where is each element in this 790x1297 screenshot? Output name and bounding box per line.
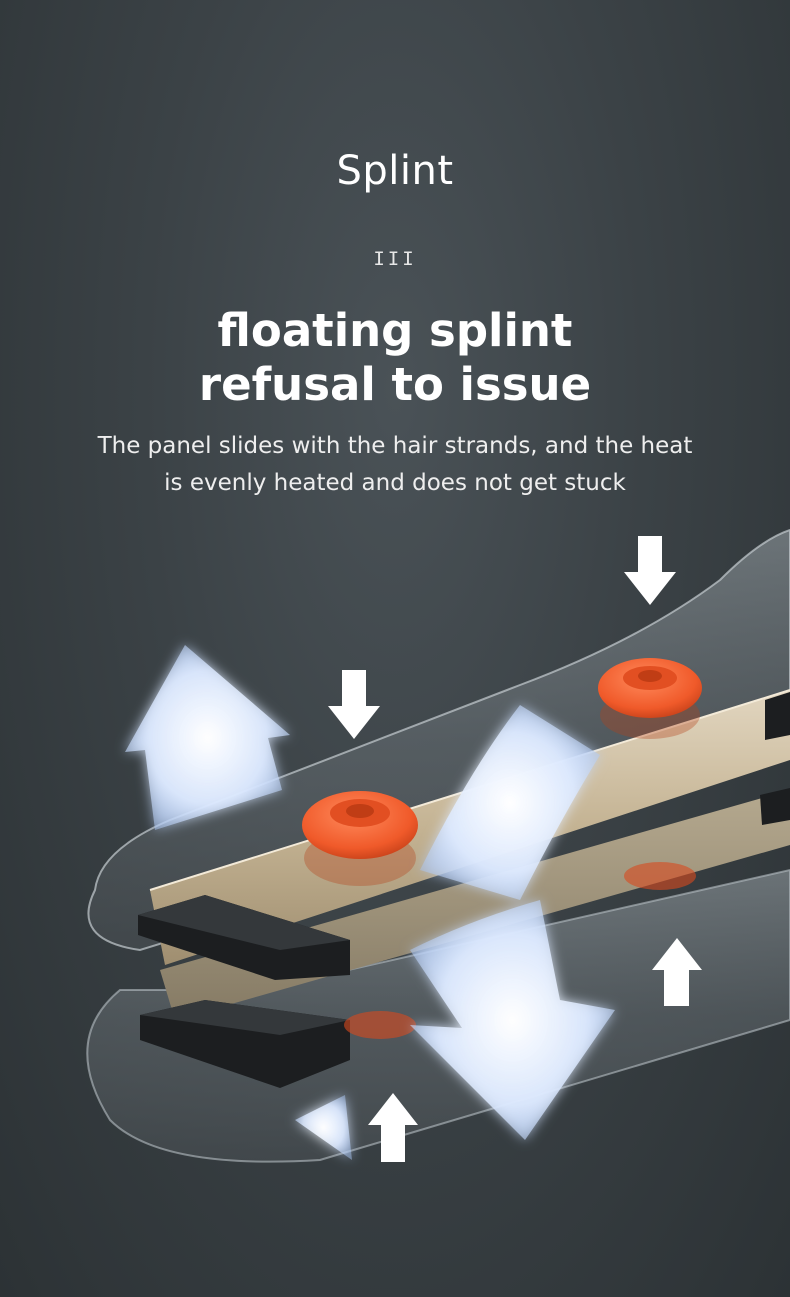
headline-line-2: refusal to issue	[198, 358, 592, 411]
floating-spring-knob-left	[302, 791, 418, 886]
feature-description: The panel slides with the hair strands, …	[0, 428, 790, 502]
headline: floating splint refusal to issue	[0, 304, 790, 412]
headline-line-1: floating splint	[217, 304, 573, 357]
floating-spring-knob-right	[598, 658, 702, 739]
pressure-arrow-up-bottom	[368, 1093, 418, 1162]
description-line-1: The panel slides with the hair strands, …	[97, 433, 693, 459]
pressure-arrow-down-top-right	[624, 536, 676, 605]
section-divider: III	[373, 248, 417, 270]
hair-straightener-illustration	[86, 528, 790, 1163]
airflow-down-left-arrow	[295, 1095, 352, 1160]
section-label: Splint	[336, 148, 454, 194]
description-line-2: is evenly heated and does not get stuck	[164, 470, 626, 496]
airflow-diagonal-arrow	[410, 705, 615, 1140]
airflow-up-left-arrow	[125, 645, 290, 830]
pressure-arrow-up-right	[652, 938, 702, 1006]
upper-shell	[87, 528, 790, 952]
lower-shell	[86, 868, 790, 1163]
pressure-arrow-down-left	[328, 670, 380, 739]
